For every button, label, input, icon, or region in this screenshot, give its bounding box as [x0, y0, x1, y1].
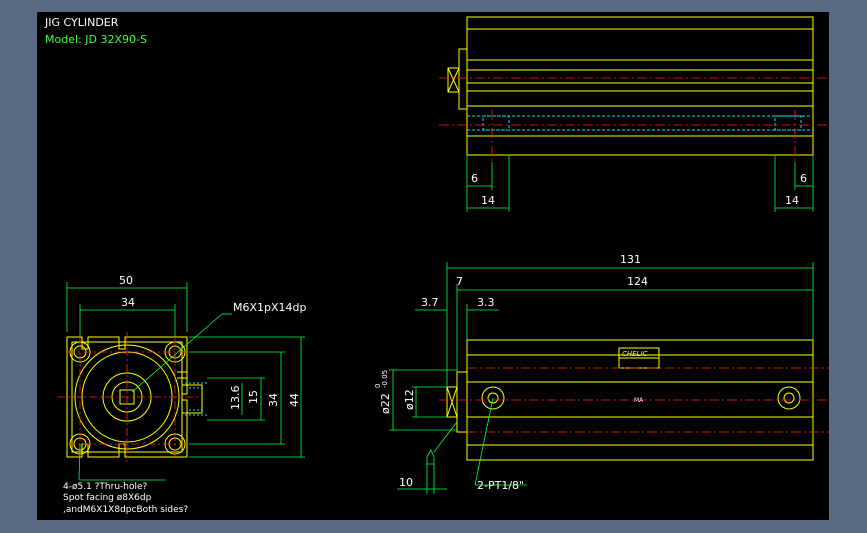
dim-top-right-6: 6	[800, 172, 807, 185]
side-view-rod	[446, 386, 458, 418]
holes-callout-line2: Spot facing ø8X6dp	[63, 493, 152, 503]
ma-mark: MA	[634, 397, 644, 404]
thread-callout: M6X1pX14dp	[233, 301, 307, 314]
dim-body-124: 124	[627, 275, 648, 288]
side-view-dimensions	[389, 262, 814, 494]
holes-callout-line1: 4-ø5.1 ?Thru-hole?	[63, 482, 148, 492]
dim-port-13-6: 13.6	[229, 386, 242, 411]
dim-10: 10	[399, 476, 413, 489]
dim-3-7: 3.7	[421, 296, 439, 309]
top-view-rod-end	[447, 67, 460, 93]
top-view-body-outline	[466, 16, 814, 156]
dim-width-50: 50	[119, 274, 133, 287]
drawing-title: JIG CYLINDER	[44, 16, 119, 29]
port-label: 2-PT1/8"	[477, 479, 524, 492]
port-left	[481, 386, 505, 410]
top-view-hidden-lines	[467, 115, 813, 131]
dim-top-left-14: 14	[481, 194, 495, 207]
brand-label: CHELIC	[622, 350, 648, 358]
side-view-centerlines	[439, 367, 829, 433]
port-right	[777, 386, 801, 410]
end-view-centerlines	[57, 332, 202, 462]
end-view-hidden-port	[185, 382, 207, 416]
cad-viewport[interactable]: JIG CYLINDER Model: JD 32X90-S	[37, 12, 829, 520]
top-view-dimensions	[466, 155, 814, 212]
cad-drawing: JIG CYLINDER Model: JD 32X90-S	[44, 16, 829, 515]
model-label: Model: JD 32X90-S	[45, 33, 147, 46]
dim-port-15: 15	[247, 390, 260, 404]
end-view-dimensions	[66, 282, 305, 481]
tol-lower: -0.05	[381, 370, 389, 388]
dim-top-left-6: 6	[471, 172, 478, 185]
dim-7: 7	[456, 275, 463, 288]
dim-bolt-34: 34	[121, 296, 135, 309]
tol-upper: 0	[374, 384, 382, 388]
top-view-centerlines	[439, 77, 829, 162]
top-view-end-cap	[458, 48, 468, 110]
dim-3-3: 3.3	[477, 296, 495, 309]
dim-top-right-14: 14	[785, 194, 799, 207]
dim-height-44: 44	[288, 393, 301, 407]
side-view-end-plate	[456, 371, 468, 433]
dim-bore-22: ø22	[379, 393, 392, 414]
dim-rod-12: ø12	[403, 389, 416, 410]
dim-height-34: 34	[267, 393, 280, 407]
mounting-holes	[69, 341, 186, 455]
top-view	[447, 16, 814, 156]
dim-total-131: 131	[620, 253, 641, 266]
holes-callout-line3: ,andM6X1X8dpcBoth sides?	[63, 505, 188, 515]
